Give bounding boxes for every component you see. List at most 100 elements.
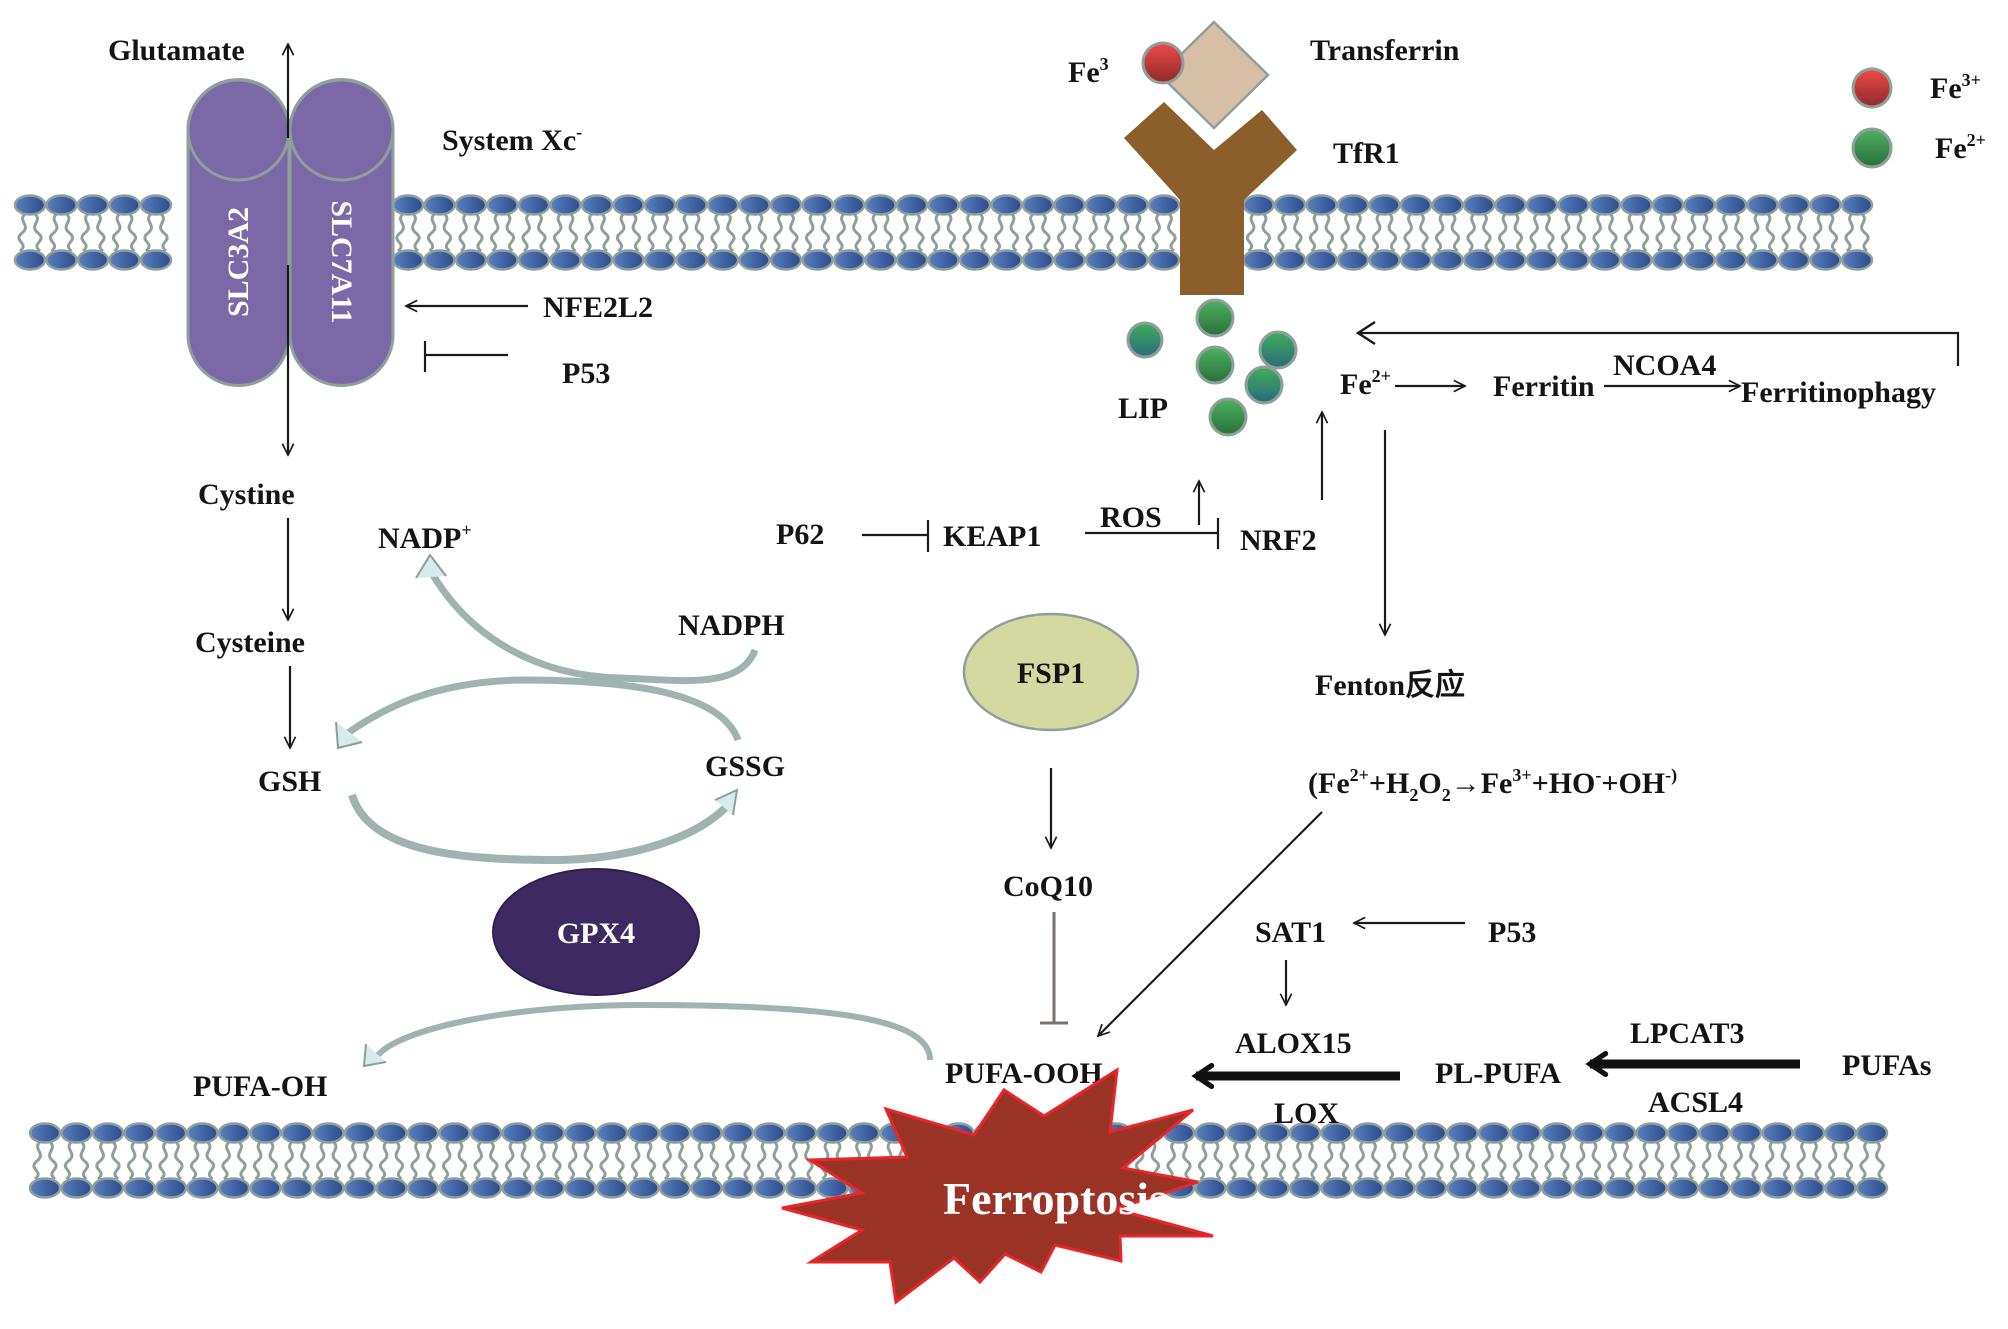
phospholipid-head [1809,249,1842,271]
ferroptosis-starburst: Ferroptosis [781,1067,1214,1305]
phospholipid-head [643,194,677,216]
phospholipid-head [343,1177,377,1199]
phospholipid-head [1242,249,1275,271]
slc7a11-label: SLC7A11 [325,200,358,323]
alox15-label: ALOX15 [1235,1027,1352,1060]
lipid-tail [1529,211,1555,253]
legend-fe2-label: Fe2+ [1935,130,1986,165]
lipid-tail [1056,211,1083,253]
phospholipid-head [1084,249,1118,271]
phospholipid-head [690,1122,723,1144]
lipid-tail [1449,1139,1476,1181]
lipid-tail [473,1139,499,1181]
lipid-tail [1277,211,1303,253]
lipid-tail [1497,211,1524,253]
phospholipid-head [1351,1177,1385,1199]
phospholipid-head [580,249,614,271]
phospholipid-head [1336,249,1370,271]
phospholipid-head [1242,194,1275,216]
lipid-tail [1308,211,1335,253]
lox-label: LOX [1274,1097,1339,1130]
phospholipid-head [990,194,1023,216]
phospholipid-head [927,249,960,271]
gssg-to-gsh-curved-arrow [335,676,742,750]
lipid-tail [1292,1139,1318,1181]
phospholipid-head [753,1177,786,1199]
system-xc-transporter: SLC3A2 SLC7A11 [186,78,395,387]
phospholipid-head [1557,194,1590,216]
legend-fe3-icon [1851,67,1893,109]
phospholipid-head [927,194,960,216]
p62-inhibits-keap1 [862,520,930,552]
phospholipid-head [958,249,992,271]
fe3-label: Fe3 [1068,54,1109,89]
phospholipid-head [517,249,551,271]
phospholipid-head [895,249,929,271]
phospholipid-head [1761,1177,1794,1199]
lipid-tail [63,1139,90,1181]
phospholipid-head [469,1122,503,1144]
lipid-tail [773,211,799,253]
lipid-tail [1796,1139,1822,1181]
lipid-tail [741,211,768,253]
phospholipid-head [1540,1177,1574,1199]
phospholipid-head [139,249,173,271]
phospholipid-head [1257,1177,1290,1199]
lpcat3-label: LPCAT3 [1630,1017,1744,1050]
lipid-tail [1560,211,1587,253]
phospholipid-head [627,1177,660,1199]
phospholipid-head [1683,194,1716,216]
lipid-tail [1418,1139,1444,1181]
phospholipid-head [1509,1177,1542,1199]
lipid-tail [756,1139,783,1181]
lipid-tail [1781,211,1807,253]
phospholipid-head [1446,1177,1479,1199]
lipid-tail [458,211,484,253]
pufa-ooh-label: PUFA-OOH [945,1057,1103,1090]
lipid-tail [804,211,831,253]
phospholipid-head [1494,194,1527,216]
nadp-label: NADP+ [378,520,472,555]
phospholipid-head [438,1122,471,1144]
phospholipid-head [721,1122,755,1144]
phospholipid-head [864,249,897,271]
coq10-inhibits-pufa-ooh [1040,912,1068,1025]
phospholipid-head [312,1177,345,1199]
lipid-tail [552,211,579,253]
phospholipid-head [280,1122,314,1144]
phospholipid-head [706,249,740,271]
pl-pufa-label: PL-PUFA [1435,1057,1561,1090]
phospholipid-head [612,249,645,271]
phospholipid-head [1588,249,1622,271]
phospholipid-head [91,1177,125,1199]
lipid-tail [221,1139,247,1181]
phospholipid-head [1525,194,1559,216]
phospholipid-head [423,194,456,216]
phospholipid-head [706,194,740,216]
lipid-tail [599,1139,625,1181]
phospholipid-head [438,1177,471,1199]
fenton-to-pufa-ooh-arrow [1098,811,1323,1036]
fsp1-label: FSP1 [1017,657,1085,690]
phospholipid-head [1588,194,1622,216]
cell-membrane-bottom [28,1122,1889,1199]
phospholipid-head [1746,249,1779,271]
slc7a11-cylinder [288,78,395,387]
phospholipid-head [123,1122,156,1144]
phospholipid-head [1651,194,1685,216]
fe2-sphere-icon [1244,365,1284,405]
pufa-oh-label: PUFA-OH [193,1070,327,1103]
phospholipid-head [658,1122,692,1144]
phospholipid-head [738,194,771,216]
phospholipid-head [1336,194,1370,216]
phospholipid-head [1603,1177,1637,1199]
phospholipid-head [1462,249,1496,271]
phospholipid-head [753,1122,786,1144]
lipid-tail [284,1139,310,1181]
phospholipid-head [958,194,992,216]
sat1-label: SAT1 [1255,916,1326,949]
phospholipid-head [1572,1177,1605,1199]
phospholipid-head [1540,1122,1574,1144]
lipid-tail [1025,211,1051,253]
system-xc-label: System Xc- [442,122,582,157]
